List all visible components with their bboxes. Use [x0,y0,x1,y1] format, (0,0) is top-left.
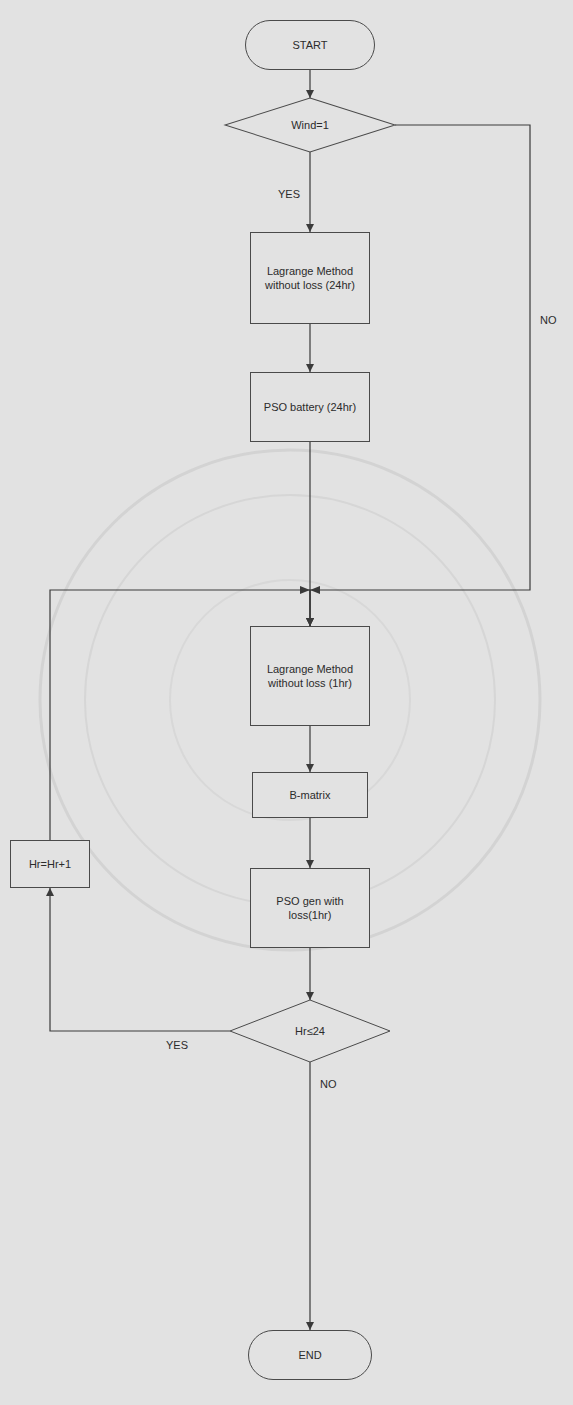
flow-arrow [309,818,310,868]
flow-arrow [309,948,310,1000]
decision-text: Hr≤24 [295,1024,325,1038]
process-text: Hr=Hr+1 [29,857,71,871]
process-box: PSO gen with loss(1hr) [250,868,370,948]
process-box: Hr=Hr+1 [10,840,90,888]
decision-diamond: Wind=1 [225,98,395,152]
process-box: B-matrix [252,772,368,818]
diamond-shape [230,1000,390,1062]
decision-text: Wind=1 [291,118,329,132]
terminal-text: END [298,1348,321,1362]
process-text: B-matrix [290,788,331,802]
terminal-oval: END [248,1330,372,1380]
watermark-ring [170,580,410,820]
flow-arrow [309,1062,310,1330]
process-text: PSO gen with loss(1hr) [256,894,364,923]
terminal-oval: START [245,20,375,70]
terminal-text: START [292,38,327,52]
flow-arrow [309,324,310,372]
flow-arrow [309,152,310,232]
watermark-ring [40,450,540,950]
watermark-ring [85,495,495,905]
process-box: PSO battery (24hr) [250,372,370,442]
flow-arrow [309,726,310,772]
edge-label: NO [318,1078,339,1091]
diamond-shape [225,98,395,152]
process-box: Lagrange Method without loss (24hr) [250,232,370,324]
edge-label: YES [276,188,302,201]
edge-label: NO [538,314,559,327]
flow-arrow [309,70,310,98]
process-text: Lagrange Method without loss (1hr) [256,662,364,691]
process-text: Lagrange Method without loss (24hr) [256,264,364,293]
decision-diamond: Hr≤24 [230,1000,390,1062]
junction-arrowhead [310,586,320,594]
process-box: Lagrange Method without loss (1hr) [250,626,370,726]
junction-arrowhead [300,586,310,594]
process-text: PSO battery (24hr) [264,400,356,414]
edge-label: YES [164,1039,190,1052]
flow-arrow [50,888,230,1031]
